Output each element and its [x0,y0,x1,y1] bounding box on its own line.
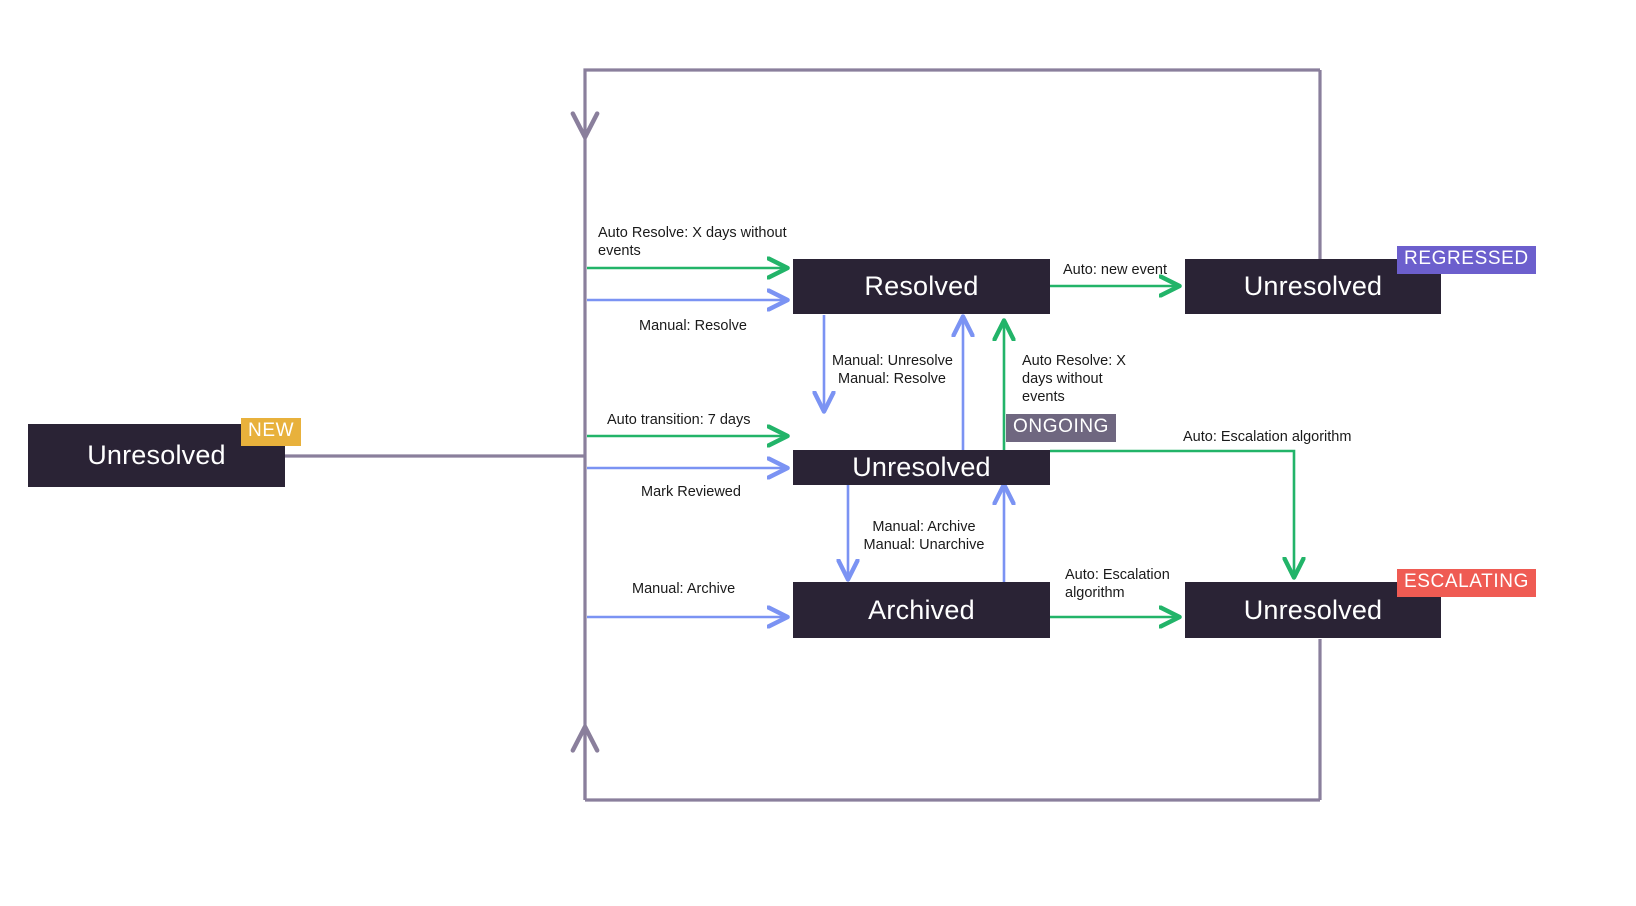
node-label: Archived [868,594,975,625]
badge-text: ESCALATING [1404,571,1529,592]
edge-label-manual-unresolve-resolve: Manual: Unresolve Manual: Resolve [832,353,953,387]
edge-label-auto-resolve-x-days-mid: Auto Resolve: X days without events [1022,353,1126,405]
edge-label-auto-transition-7-days: Auto transition: 7 days [607,412,751,428]
edge-label-manual-archive: Manual: Archive [632,581,736,597]
node-label: Unresolved [1243,594,1383,625]
node-archived[interactable]: Archived [793,582,1050,638]
node-unresolved-regressed[interactable]: Unresolved [1185,259,1441,314]
node-label: Unresolved [87,440,226,470]
status-badge-ongoing: ONGOING [1006,414,1117,442]
edge-label-auto-resolve-x-days-top: Auto Resolve: X days without events [598,225,787,259]
edge-label-manual-resolve: Manual: Resolve [639,318,747,334]
edge-label-auto-new-event: Auto: new event [1063,262,1167,278]
badge-text: ONGOING [1013,416,1110,437]
status-badge-new: NEW [241,418,302,446]
edge-label-manual-archive-unarchive: Manual: Archive Manual: Unarchive [863,519,985,553]
edge-label-auto-escalation-top: Auto: Escalation algorithm [1183,429,1352,445]
node-label: Unresolved [1243,271,1383,301]
badge-text: NEW [248,420,295,441]
node-label: Resolved [864,271,979,301]
edge-label-mark-reviewed: Mark Reviewed [641,484,741,500]
status-badge-escalating: ESCALATING [1397,569,1536,597]
status-badge-regressed: REGRESSED [1397,246,1536,274]
node-unresolved-escalating[interactable]: Unresolved [1185,582,1441,638]
edge-auto-escalation-top [1050,449,1294,576]
node-label: Unresolved [852,452,991,482]
node-resolved[interactable]: Resolved [793,259,1050,314]
badge-text: REGRESSED [1404,248,1529,269]
node-unresolved-ongoing[interactable]: Unresolved [793,450,1050,485]
edge-label-auto-escalation-bottom: Auto: Escalation algorithm [1065,567,1170,601]
